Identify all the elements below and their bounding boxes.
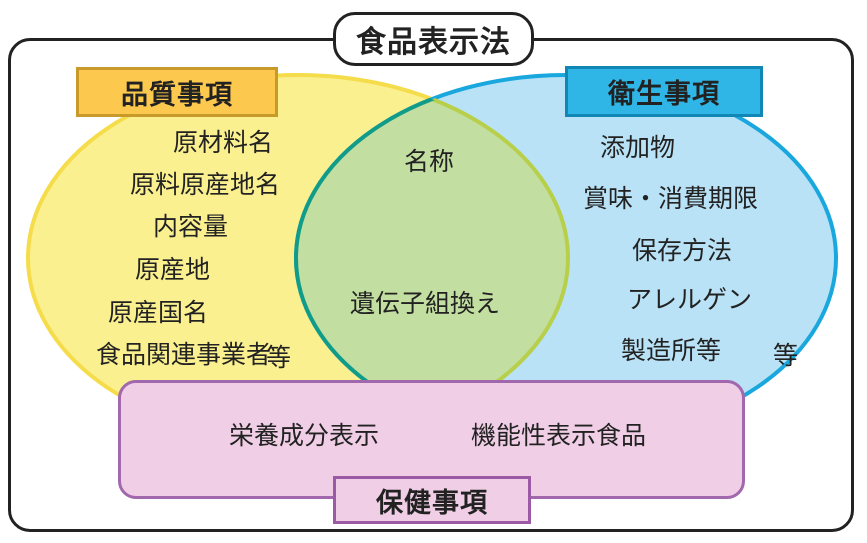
hygiene-item: 添加物 bbox=[600, 133, 676, 162]
quality-item: 内容量 bbox=[153, 212, 229, 241]
health-item: 機能性表示食品 bbox=[471, 421, 647, 450]
hygiene-item: 賞味・消費期限 bbox=[583, 184, 759, 213]
quality-item: 原材料名 bbox=[173, 128, 274, 157]
quality-circle-edge bbox=[296, 75, 570, 441]
health-item: 栄養成分表示 bbox=[229, 421, 380, 450]
hygiene-circle-edge bbox=[294, 75, 568, 441]
hygiene-label: 衛生事項 bbox=[565, 66, 763, 117]
overlap-item: 遺伝子組換え bbox=[350, 289, 501, 318]
hygiene-item: 保存方法 bbox=[632, 236, 733, 265]
quality-item: 食品関連事業者 bbox=[96, 340, 272, 369]
quality-item: 原料原産地名 bbox=[130, 170, 281, 199]
hygiene-item: 製造所等 bbox=[621, 336, 722, 365]
overlap-item: 名称 bbox=[404, 147, 455, 176]
health-label: 保健事項 bbox=[333, 476, 531, 524]
hygiene-etc: 等 bbox=[773, 341, 799, 370]
quality-item: 原産地 bbox=[135, 255, 211, 284]
quality-item: 原産国名 bbox=[108, 298, 209, 327]
diagram-title: 食品表示法 bbox=[333, 12, 534, 66]
hygiene-item: アレルゲン bbox=[627, 285, 753, 314]
quality-etc: 等 bbox=[266, 343, 292, 372]
quality-label: 品質事項 bbox=[76, 67, 278, 117]
